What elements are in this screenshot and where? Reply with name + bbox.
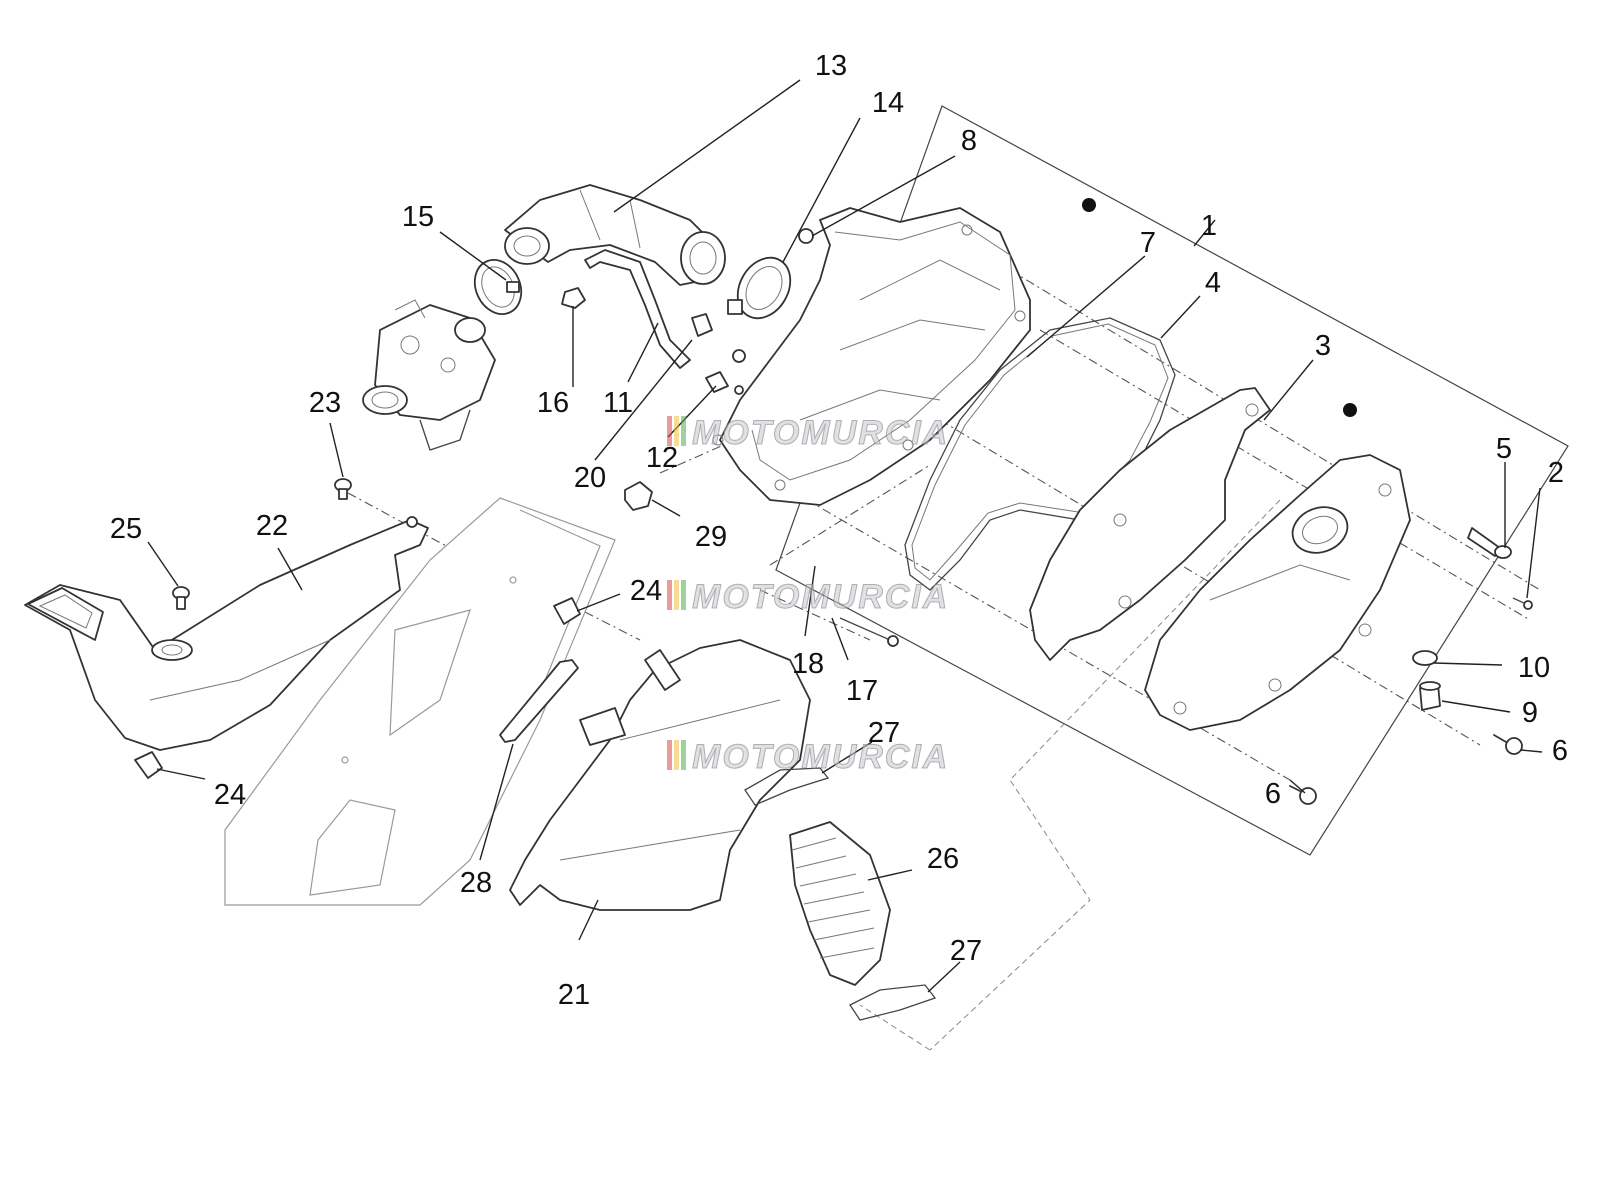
callout-23: 23 <box>309 387 341 419</box>
callout-16: 16 <box>537 387 569 419</box>
callout-6-lower: 6 <box>1265 778 1281 810</box>
part-21-air-duct <box>509 639 811 911</box>
callout-7: 7 <box>1140 227 1156 259</box>
watermark-text-2: MOTOMURCIA <box>692 578 949 616</box>
callout-26: 26 <box>927 843 959 875</box>
part-17-screw <box>839 617 891 641</box>
callout-18: 18 <box>792 648 824 680</box>
part-11-breather-hose <box>584 249 691 369</box>
part-12-grommet <box>705 371 729 393</box>
part-28-seal <box>499 659 579 743</box>
callout-17: 17 <box>846 675 878 707</box>
callout-20: 20 <box>574 462 606 494</box>
callout-5: 5 <box>1496 433 1512 465</box>
callout-8: 8 <box>961 125 977 157</box>
part-20-clip <box>691 313 713 337</box>
part-5-stud <box>1467 527 1501 557</box>
part-2-cover <box>1144 454 1411 731</box>
part-6-screw-right <box>1493 734 1507 743</box>
part-22-intake-duct <box>24 516 429 751</box>
watermark-text-1: MOTOMURCIA <box>692 414 949 452</box>
right-hardware <box>839 527 1533 805</box>
callout-22: 22 <box>256 510 288 542</box>
callout-3: 3 <box>1315 330 1331 362</box>
callout-24-mid: 24 <box>630 575 662 607</box>
callout-25: 25 <box>110 513 142 545</box>
watermark-2: MOTOMURCIA <box>667 578 949 617</box>
callout-15: 15 <box>402 201 434 233</box>
callout-labels: 1 2 3 4 5 6 6 7 8 9 10 11 12 13 14 15 16… <box>110 50 1568 1011</box>
part-26-bellows <box>789 821 891 986</box>
callout-10: 10 <box>1518 652 1550 684</box>
assembly-dot-top <box>1082 198 1096 212</box>
callout-29: 29 <box>695 521 727 553</box>
part-24-clip-left <box>134 751 163 779</box>
small-hardware <box>134 228 814 779</box>
callout-12: 12 <box>646 442 678 474</box>
part-27-clamp-upper <box>744 767 830 806</box>
assembly-dot-right <box>1343 403 1357 417</box>
callout-6-right: 6 <box>1552 735 1568 767</box>
callout-1: 1 <box>1201 210 1217 242</box>
watermark-3: MOTOMURCIA <box>667 738 949 777</box>
part-4-gasket <box>904 317 1176 591</box>
part-15-clamp <box>473 259 523 315</box>
part-27-clamp-lower <box>849 984 937 1021</box>
watermark-1: MOTOMURCIA <box>667 414 949 453</box>
callout-2: 2 <box>1548 457 1564 489</box>
callout-4: 4 <box>1205 267 1221 299</box>
part-3-filter <box>1029 387 1271 661</box>
callout-13: 13 <box>815 50 847 82</box>
part-13-intake-sleeve <box>504 184 726 286</box>
callout-11: 11 <box>603 387 633 419</box>
part-1-airbox <box>712 207 1031 506</box>
leader-lines <box>147 79 1543 993</box>
part-14-clamp <box>727 256 792 320</box>
part-16-nut <box>561 287 586 309</box>
callout-9: 9 <box>1522 697 1538 729</box>
part-8-plug <box>798 228 814 244</box>
watermark-text-3: MOTOMURCIA <box>692 738 949 776</box>
throttle-body <box>362 299 496 451</box>
callout-21: 21 <box>558 979 590 1011</box>
part-29-nut <box>624 481 653 511</box>
callout-24-left: 24 <box>214 779 246 811</box>
part-24-clip-mid <box>553 597 581 625</box>
callout-27-upper: 27 <box>868 717 900 749</box>
callout-14: 14 <box>872 87 904 119</box>
callout-27-lower: 27 <box>950 935 982 967</box>
callout-28: 28 <box>460 867 492 899</box>
part-10-clamp <box>1412 650 1438 666</box>
